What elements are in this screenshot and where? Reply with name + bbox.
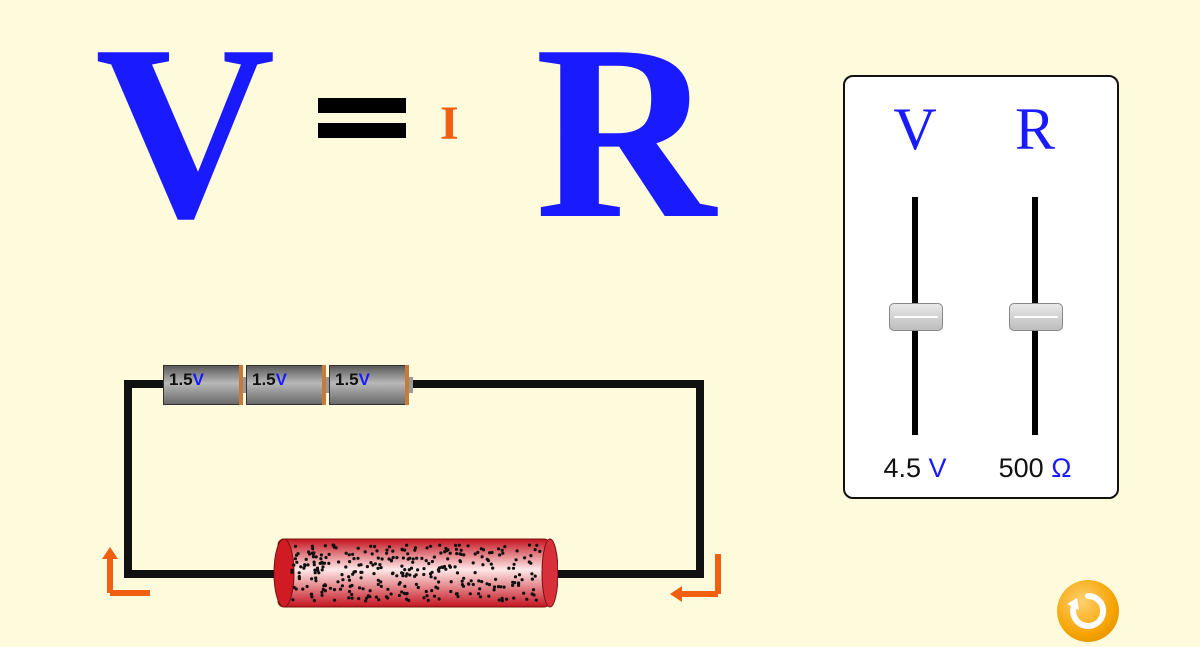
battery-terminal bbox=[405, 365, 409, 405]
battery-positive-nub bbox=[243, 377, 247, 393]
battery: 1.5V bbox=[329, 365, 409, 405]
resistor bbox=[273, 538, 558, 608]
resistance-value: 500 bbox=[998, 453, 1044, 483]
battery-voltage-unit: V bbox=[275, 370, 287, 389]
battery-voltage-unit: V bbox=[358, 370, 370, 389]
wire-top-right bbox=[412, 380, 704, 388]
battery-positive-nub bbox=[326, 377, 330, 393]
control-panel: V R 4.5 V 500 Ω bbox=[843, 75, 1119, 499]
voltage-unit: V bbox=[928, 453, 947, 483]
battery-positive-nub bbox=[409, 377, 413, 393]
battery: 1.5V bbox=[163, 365, 243, 405]
voltage-slider-label: V bbox=[893, 96, 937, 162]
battery: 1.5V bbox=[246, 365, 326, 405]
equals-sign-bottom bbox=[318, 123, 406, 138]
wire-right bbox=[696, 380, 704, 578]
battery-terminal bbox=[322, 365, 326, 405]
equals-sign-top bbox=[318, 98, 406, 113]
battery-voltage-value: 1.5 bbox=[252, 370, 276, 389]
resistance-unit: Ω bbox=[1051, 453, 1072, 483]
current-arrow-icon bbox=[670, 554, 721, 602]
resistor-end-right bbox=[541, 538, 558, 608]
resistance-slider-thumb[interactable] bbox=[1009, 303, 1063, 331]
equation-voltage-letter: V bbox=[95, 0, 276, 271]
resistor-end-left bbox=[273, 538, 295, 608]
equation-resistance-letter: R bbox=[535, 0, 716, 271]
battery-label: 1.5V bbox=[252, 371, 287, 388]
battery-voltage-unit: V bbox=[192, 370, 204, 389]
wire-bottom-right bbox=[555, 570, 704, 578]
battery-terminal bbox=[239, 365, 243, 405]
wire-bottom-left bbox=[124, 570, 276, 578]
wire-left bbox=[124, 380, 132, 578]
voltage-slider-thumb[interactable] bbox=[889, 303, 943, 331]
voltage-readout: 4.5 V bbox=[855, 455, 975, 482]
equation-current-letter: I bbox=[440, 97, 459, 150]
resistor-electron-dots bbox=[290, 543, 542, 603]
battery-voltage-value: 1.5 bbox=[169, 370, 193, 389]
battery-label: 1.5V bbox=[169, 371, 204, 388]
battery-label: 1.5V bbox=[335, 371, 370, 388]
battery-voltage-value: 1.5 bbox=[335, 370, 359, 389]
reset-icon bbox=[1067, 592, 1107, 629]
voltage-value: 4.5 bbox=[883, 453, 921, 483]
wire-top-left bbox=[124, 380, 166, 388]
reset-button[interactable] bbox=[1057, 580, 1119, 642]
resistance-readout: 500 Ω bbox=[975, 455, 1095, 482]
current-arrow-icon bbox=[102, 547, 150, 596]
resistance-slider-label: R bbox=[1014, 96, 1056, 162]
